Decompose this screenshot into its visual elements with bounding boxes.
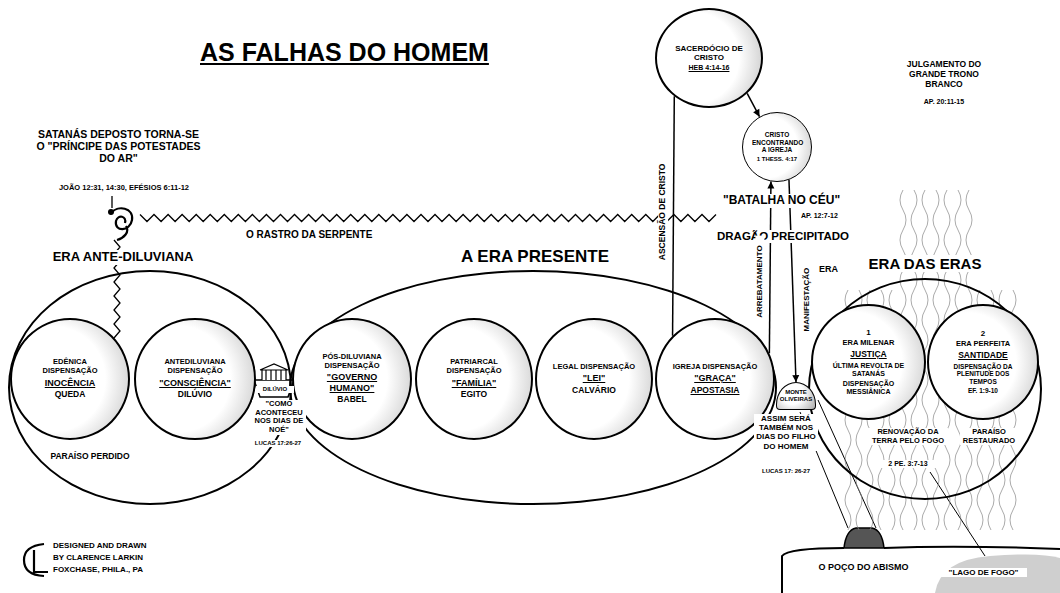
diagram-title: AS FALHAS DO HOMEM (200, 38, 489, 67)
note-label: "COMO ACONTECEU NOS DIAS DE NOÉ" (252, 400, 306, 435)
node-text: PARAÍSO PERDIDO (50, 452, 130, 462)
note-label: DESIGNED AND DRAWN (52, 541, 147, 550)
node-text: "GOVERNO HUMANO" (309, 372, 395, 393)
node-heading: MONTE OLIVEIRAS (777, 389, 815, 403)
node-heading: CRISTO ENCONTRANDO A IGREJA (752, 131, 802, 153)
lake-of-fire (935, 554, 1060, 593)
dispensation-circle: LEGAL DISPENSAÇÃO"LEI" CALVÁRIO (535, 318, 653, 440)
arrow-head (753, 109, 759, 117)
node-text: SANTIDADE (958, 351, 1008, 361)
node-text: QUEDA (55, 390, 86, 400)
node-text: "CONSCIÊNCIA" (159, 378, 231, 388)
note-label: ASSIM SERÁ TAMBÉM NOS DIAS DO FILHO DO H… (754, 414, 818, 451)
edge-label: ARREBATAMENTO (755, 236, 764, 328)
node-text: RENOVAÇÃO DA TERRA PELO FOGO (868, 428, 948, 445)
leader-line (111, 196, 112, 208)
node-heading: ERA ANTE-DILUVIANA (28, 250, 218, 265)
pit-mouth (844, 528, 884, 548)
note-label: LUCAS 17:26-27 (248, 440, 308, 447)
leader-line (800, 400, 985, 556)
node-text: DISPENSAÇÃO DA PLENITUDE DOS TEMPOS (943, 363, 1024, 385)
arrow-head (767, 181, 774, 188)
node-text: APOSTASIA (691, 386, 740, 396)
note-label: BY CLARENCE LARKIN (52, 553, 144, 562)
note-label: O RASTRO DA SERPENTE (245, 229, 373, 241)
mount-shape: MONTE OLIVEIRAS (776, 382, 816, 410)
note-label: AP. 20:11-15 (893, 98, 995, 106)
node-heading: 1 (866, 328, 870, 337)
dispensation-circle: PATRIARCAL DISPENSAÇÃO "FAMÍLIA" EGITO (415, 318, 533, 440)
node-text: "GRAÇA" (694, 373, 736, 383)
dispensation-circle: 2ERA PERFEITA SANTIDADE DISPENSAÇÃO DA PLE… (927, 304, 1039, 420)
note-label: JULGAMENTO DO GRANDE TRONO BRANCO (893, 60, 995, 89)
node-text: BABEL (337, 395, 366, 405)
era-oval: ERA DAS ERASRENOVAÇÃO DA TERRA PELO FOGO… (808, 278, 1042, 500)
node-heading: LEGAL DISPENSAÇÃO (553, 363, 635, 372)
dispensation-circle: ANTEDILUVIANA DISPENSAÇÃO "CONSCIÊNCIA" DI… (134, 318, 256, 440)
node-text: DILÚVIO (178, 390, 212, 400)
edge-label: MANIFESTAÇÃO (802, 256, 811, 344)
dispensation-circle: 1ERA MILENAR JUSTIÇA ÚLTIMA REVOLTA DE SAT… (811, 304, 926, 420)
note-label: JOÃO 12:31, 14:30, EFÉSIOS 6:11-12 (18, 184, 230, 193)
note-label: SATANÁS DEPOSTO TORNA-SE O "PRÍNCIPE DAS… (35, 128, 202, 164)
node-text: 2 PE. 3:7-13 (870, 460, 946, 468)
node-text: "FAMÍLIA" (452, 378, 497, 388)
monogram (24, 544, 48, 576)
dispensation-circle: EDÊNICA DISPENSAÇÃO INOCÊNCIA QUEDA (10, 318, 130, 440)
node-text: EGITO (461, 390, 487, 400)
node-text: "LEI" (583, 373, 606, 383)
connector (747, 93, 759, 116)
node-heading: PATRIARCAL DISPENSAÇÃO (432, 358, 517, 375)
node-text: 1 THESS. 4:17 (757, 156, 797, 163)
node-text: DISPENSAÇÃO MESSIÂNICA (827, 380, 910, 396)
dispensation-circle: CRISTO ENCONTRANDO A IGREJA 1 THESS. 4:17 (742, 112, 812, 182)
edge-label: ASCENSÃO DE CRISTO (658, 146, 668, 278)
node-text: HEB 4:14-16 (689, 64, 730, 72)
note-label: FOXCHASE, PHILA., PA (52, 565, 144, 574)
ground-line (782, 547, 1060, 593)
serpent-trail (140, 215, 716, 222)
node-text: INOCÊNCIA (45, 378, 96, 388)
note-label: ERA (818, 264, 839, 274)
node-text: ERA MILENAR (843, 339, 895, 348)
ark-cabin (260, 364, 288, 380)
node-heading: EDÊNICA DISPENSAÇÃO (27, 358, 113, 375)
connector (673, 96, 675, 336)
serpent-head (108, 209, 114, 215)
node-text: ÚLTIMA REVOLTA DE SATANÁS (827, 362, 910, 378)
node-heading: ANTEDILUVIANA DISPENSAÇÃO (151, 358, 239, 375)
note-label: "LAGO DE FOGO" (940, 568, 1027, 577)
node-heading: A ERA PRESENTE (400, 247, 670, 267)
note-label: DILÚVIO (256, 386, 294, 393)
note-label: DRAGÃO PRECIPITADO (716, 230, 850, 243)
node-text: ERA PERFEITA (956, 340, 1010, 349)
era-oval: ERA ANTE-DILUVIANAPARAÍSO PERDIDOEDÊNICA… (8, 270, 292, 505)
node-text: PARAÍSO RESTAURADO (960, 428, 1018, 445)
note-label: LUCAS 17: 26-27 (752, 468, 820, 475)
node-heading: SACERDÓCIO DE CRISTO (670, 44, 748, 62)
note-label: AP. 12:7-12 (800, 212, 839, 220)
arrow-head (792, 375, 799, 382)
ark-hull (254, 380, 294, 397)
note-label: "BATALHA NO CÉU" (722, 194, 841, 208)
node-heading: PÓS-DILUVIANA DISPENSAÇÃO (309, 353, 395, 370)
dispensation-circle: PÓS-DILUVIANA DISPENSAÇÃO "GOVERNO HUMANO… (292, 318, 412, 440)
node-text: CALVÁRIO (572, 386, 616, 396)
connector (789, 180, 796, 382)
node-text: JUSTIÇA (850, 350, 886, 360)
node-heading: 2 (981, 329, 985, 338)
dispensation-circle: SACERDÓCIO DE CRISTO HEB 4:14-16 (655, 8, 763, 108)
node-heading: ERA DAS ERAS (850, 255, 1000, 272)
era-oval: A ERA PRESENTEPÓS-DILUVIANA DISPENSAÇÃO"… (289, 270, 777, 505)
node-heading: IGREJA DISPENSAÇÃO (673, 363, 758, 372)
node-text: EF. 1:9-10 (968, 387, 998, 394)
note-label: O POÇO DO ABISMO (800, 562, 927, 572)
